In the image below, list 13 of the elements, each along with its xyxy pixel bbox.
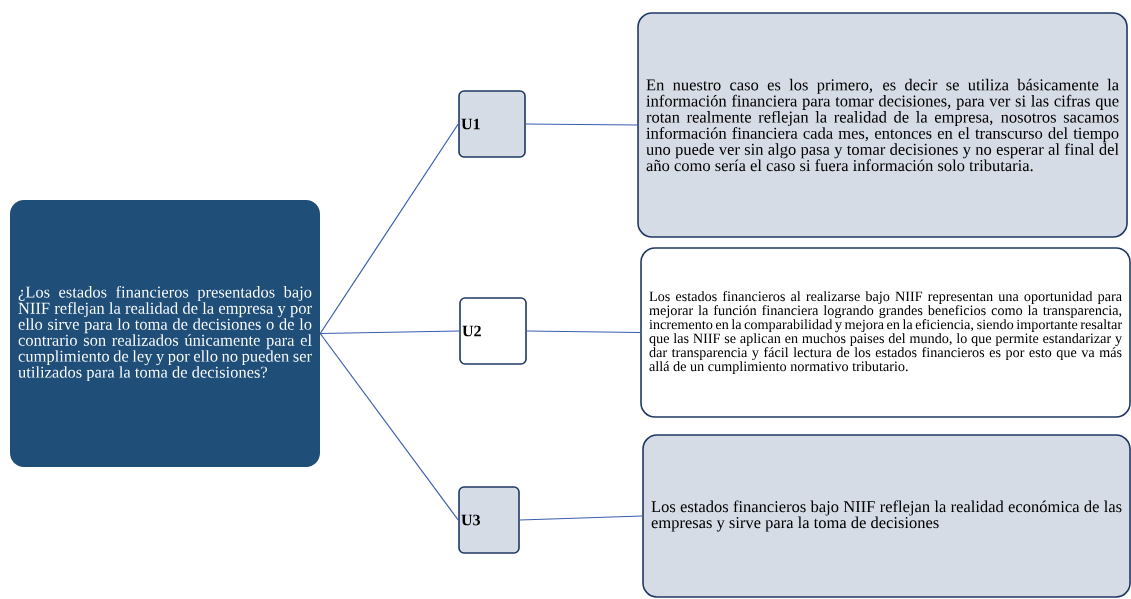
connector-line	[319, 123, 459, 335]
text-box: Los estados financieros al realizarse bajo NIIF representan una oportunidad para mejorar la función financiera logrando grandes beneficios como la transparencia, incremento en la comparabilidad y mejora en la eficiencia, siendo importante resaltar que las NIIF se aplican en muchos paises del mundo, lo que permite estandarizar y dar transparencia y fácil lectura de los estados financieros es por esto que va más allá de un cumplimiento normativo tributario.	[640, 247, 1131, 418]
label-box: U2	[459, 297, 527, 365]
connector-line	[526, 330, 641, 334]
label-box: U3	[458, 486, 520, 554]
text-box: En nuestro caso es los primero, es decir se utiliza básicamente la información financiera para tomar decisiones, para ver si las cifras que rotan realmente reflejan la realidad de la empresa, nosotros sacamos información financiera cada mes, entonces en el transcurso del tiempo uno puede ver sin algo pasa y tomar decisiones y no esperar al final del año como sería el caso si fuera información solo tributaria.	[637, 12, 1128, 238]
connector-line	[319, 330, 460, 335]
connector-line	[525, 123, 638, 126]
label-box: U1	[458, 90, 526, 158]
text-box: ¿Los estados financieros presentados bajo NIIF reflejan la realidad de la empresa y por ello sirve para lo toma de decisiones o de lo contrario son realizados únicamente para el cumplimiento de ley y por ello no pueden ser utilizados para la toma de decisiones?	[10, 200, 320, 467]
text-box: Los estados financieros bajo NIIF reflejan la realidad económica de las empresas y sirve para la toma de decisiones	[642, 434, 1131, 598]
connector-line	[519, 515, 643, 521]
connector-line	[319, 332, 459, 521]
